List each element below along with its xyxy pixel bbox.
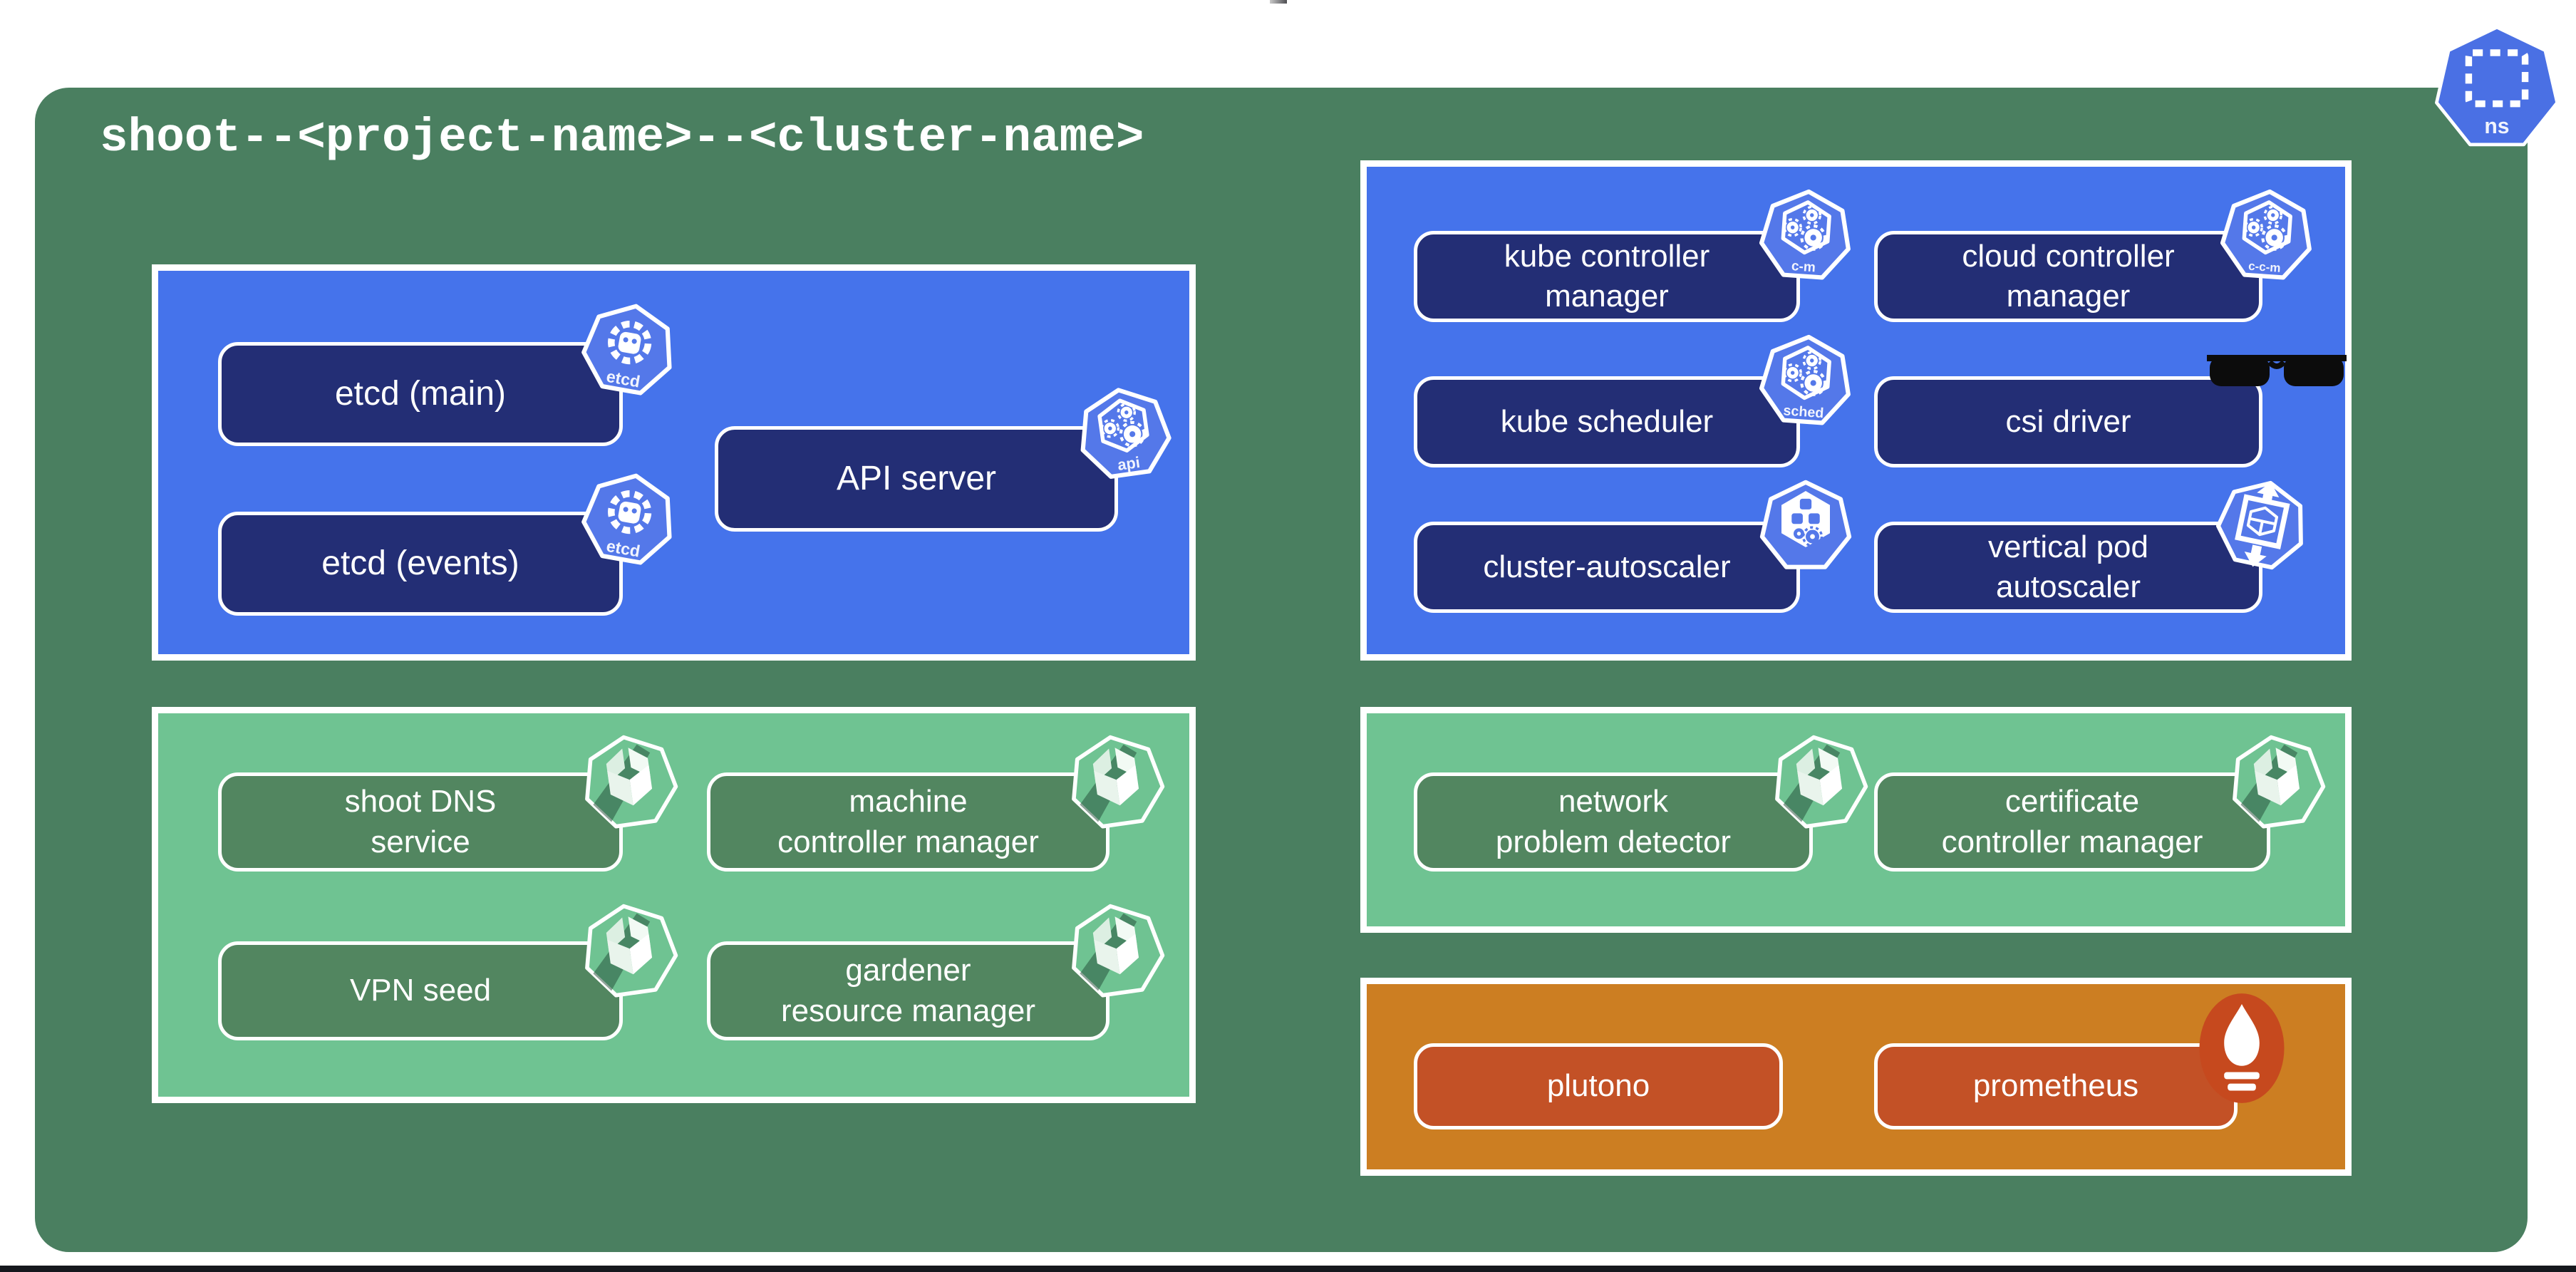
svg-text:ns: ns	[2484, 115, 2509, 138]
prometheus-icon	[2199, 993, 2285, 1103]
network-problem-detector-box: network problem detector	[1414, 772, 1813, 872]
gardener-resource-manager-box: gardener resource manager	[707, 941, 1109, 1040]
gardener-flower-icon	[1060, 722, 1174, 842]
cloud-controller-manager-icon: c-c-m	[2215, 181, 2319, 289]
prometheus-label: prometheus	[1972, 1068, 2139, 1104]
etcd-main-box: etcd (main)	[218, 342, 623, 446]
svg-text:api: api	[1117, 453, 1142, 474]
vertical-pod-autoscaler-label: vertical pod autoscaler	[1987, 529, 2148, 604]
cloud-controller-manager-label: cloud controller manager	[1962, 238, 2175, 314]
api-server-label: API server	[836, 460, 997, 498]
gardener-flower-icon	[2220, 722, 2334, 842]
plutono-label: plutono	[1546, 1068, 1650, 1104]
namespace-title: shoot--<project-name>--<cluster-name>	[100, 111, 1144, 165]
kube-scheduler-label: kube scheduler	[1500, 403, 1714, 439]
certificate-controller-manager-label: certificate controller manager	[1941, 784, 2203, 859]
kube-scheduler-box: kube scheduler	[1414, 376, 1800, 467]
api-server-box: API server	[715, 426, 1118, 532]
machine-controller-manager-box: machine controller manager	[707, 772, 1109, 872]
vertical-pod-autoscaler-box: vertical pod autoscaler	[1874, 522, 2262, 613]
cluster-autoscaler-box: cluster-autoscaler	[1414, 522, 1800, 613]
bottom-border-line	[0, 1266, 2576, 1272]
vpn-seed-box: VPN seed	[218, 941, 623, 1040]
svg-text:sched: sched	[1783, 403, 1824, 421]
screen-artifact	[1270, 0, 1287, 4]
sunglasses-icon	[2207, 355, 2347, 386]
etcd-events-box: etcd (events)	[218, 512, 623, 616]
kube-scheduler-icon: sched	[1754, 326, 1858, 434]
etcd-icon: etcd	[572, 291, 686, 407]
svg-text:c-m: c-m	[1791, 259, 1816, 275]
kube-controller-manager-label: kube controller manager	[1504, 238, 1710, 314]
vpn-seed-label: VPN seed	[349, 973, 492, 1008]
gardener-flower-icon	[1060, 891, 1174, 1010]
kube-controller-manager-icon: c-m	[1754, 181, 1858, 289]
namespace-icon: ns	[2427, 18, 2567, 157]
prometheus-box: prometheus	[1874, 1043, 2238, 1129]
network-problem-detector-label: network problem detector	[1495, 784, 1732, 859]
gardener-resource-manager-label: gardener resource manager	[780, 953, 1036, 1028]
gardener-flower-icon	[573, 722, 687, 842]
certificate-controller-manager-box: certificate controller manager	[1874, 772, 2270, 872]
etcd-events-label: etcd (events)	[321, 544, 519, 583]
etcd-icon: etcd	[572, 460, 686, 576]
gardener-flower-icon	[573, 891, 687, 1010]
cluster-autoscaler-label: cluster-autoscaler	[1483, 549, 1731, 584]
cluster-autoscaler-icon	[1757, 475, 1854, 576]
plutono-box: plutono	[1414, 1043, 1783, 1129]
etcd-main-label: etcd (main)	[334, 375, 507, 413]
machine-controller-manager-label: machine controller manager	[777, 784, 1039, 859]
gardener-flower-icon	[1763, 722, 1877, 842]
csi-driver-box: csi driver	[1874, 376, 2262, 467]
shoot-dns-service-box: shoot DNS service	[218, 772, 623, 872]
kube-controller-manager-box: kube controller manager	[1414, 231, 1800, 322]
kube-apiserver-icon: api	[1070, 376, 1179, 490]
shoot-dns-service-label: shoot DNS service	[344, 784, 497, 859]
vertical-pod-autoscaler-icon	[2205, 467, 2318, 582]
svg-text:c-c-m: c-c-m	[2248, 259, 2282, 275]
cloud-controller-manager-box: cloud controller manager	[1874, 231, 2262, 322]
csi-driver-label: csi driver	[2005, 403, 2131, 439]
